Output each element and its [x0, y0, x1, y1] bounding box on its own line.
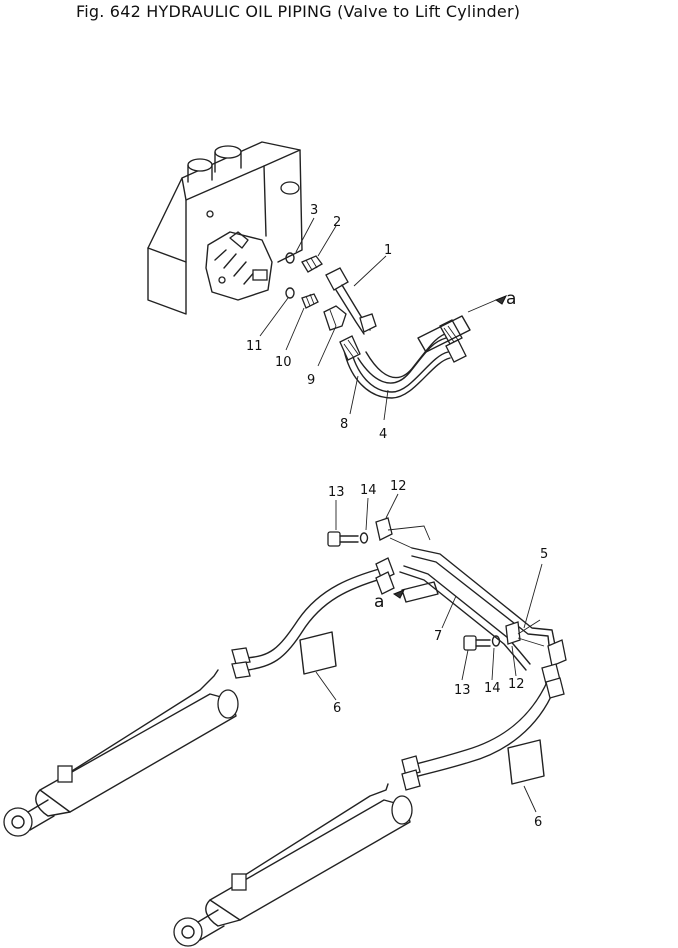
- callout-1: 1: [384, 243, 392, 258]
- callout-5: 5: [540, 547, 548, 562]
- hose-bracket-a: [417, 295, 508, 353]
- callout-labels: 1 2 3 4 8 9 10 11 a 13 14 12 5 a 7 13 14…: [246, 203, 548, 830]
- callout-14-lower: 14: [484, 681, 501, 696]
- union-fitting-10: [301, 293, 319, 309]
- hose-6-upper: [231, 557, 395, 679]
- o-ring-3: [285, 252, 295, 264]
- tube-7: [399, 565, 531, 671]
- union-fitting-2: [301, 255, 323, 273]
- callout-11: 11: [246, 339, 263, 354]
- callout-4: 4: [379, 427, 387, 442]
- callout-2: 2: [333, 215, 341, 230]
- callout-6-upper: 6: [333, 701, 341, 716]
- callout-3: 3: [310, 203, 318, 218]
- lift-cylinder-left: [3, 669, 239, 837]
- callout-10: 10: [275, 355, 292, 370]
- leader-lines: [259, 217, 543, 813]
- figure-title: Fig. 642 HYDRAULIC OIL PIPING (Valve to …: [76, 2, 521, 21]
- pipe-bracket-a-mid: [392, 581, 439, 603]
- callout-a-top: a: [506, 289, 516, 309]
- callout-13-upper: 13: [328, 485, 345, 500]
- callout-7: 7: [434, 629, 442, 644]
- o-ring-11: [285, 287, 295, 299]
- callout-12-lower: 12: [508, 677, 525, 692]
- control-valve-assembly: [147, 141, 303, 315]
- elbow-fitting-9: [323, 305, 347, 331]
- lift-cylinder-right: [173, 783, 413, 947]
- callout-14-upper: 14: [360, 483, 377, 498]
- hose-6-lower: [401, 663, 565, 791]
- tube-1: [325, 267, 377, 335]
- bolt-13-upper: [327, 531, 359, 547]
- bolt-13-lower: [463, 635, 491, 651]
- clamp-12-lower: [505, 619, 545, 647]
- hose-4: [357, 319, 463, 384]
- hose-8: [339, 335, 467, 399]
- callout-13-lower: 13: [454, 683, 471, 698]
- callout-a-mid: a: [374, 592, 384, 612]
- tube-5: [411, 547, 567, 667]
- clamp-12-upper: [375, 517, 431, 549]
- callout-9: 9: [307, 373, 315, 388]
- washer-14-lower: [491, 635, 501, 647]
- washer-14-upper: [359, 532, 369, 544]
- callout-12-upper: 12: [390, 479, 407, 494]
- callout-6-lower: 6: [534, 815, 542, 830]
- callout-8: 8: [340, 417, 348, 432]
